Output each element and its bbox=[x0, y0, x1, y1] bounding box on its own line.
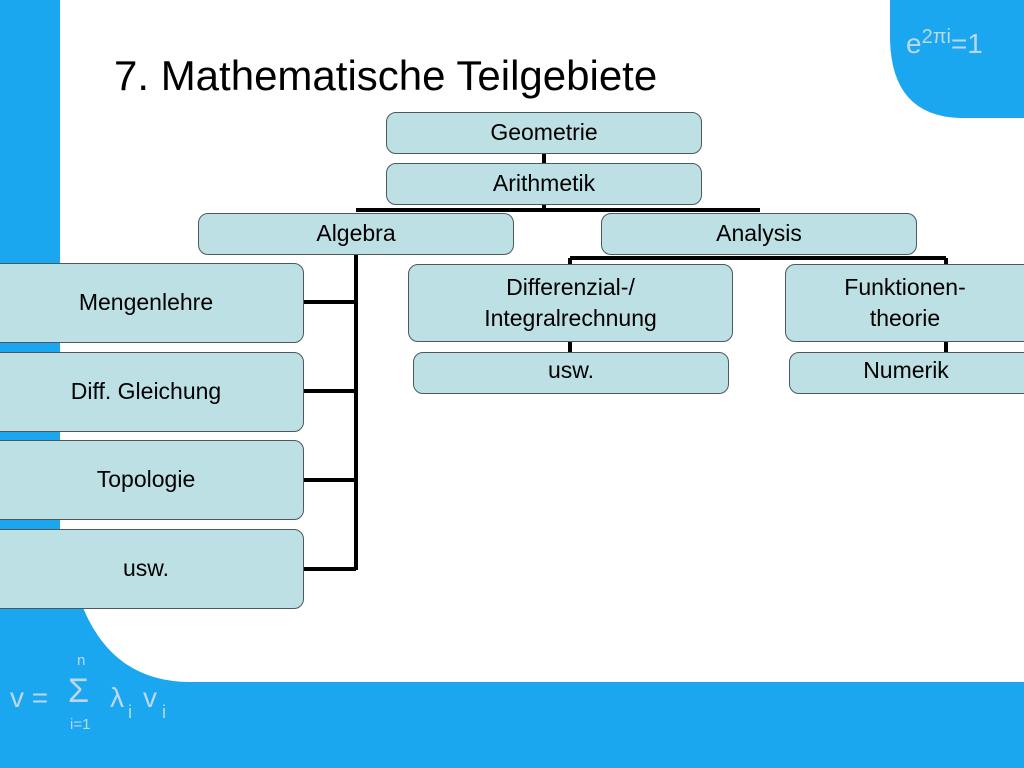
sum-formula-lhs: v = bbox=[10, 682, 49, 713]
euler-rest: =1 bbox=[950, 28, 983, 59]
node-topologie: Topologie bbox=[0, 440, 304, 520]
sum-formula-lambda: λ bbox=[110, 682, 124, 713]
node-analysis: Analysis bbox=[601, 213, 917, 255]
slide-title: 7. Mathematische Teilgebiete bbox=[114, 52, 658, 99]
node-usw-mid: usw. bbox=[413, 352, 729, 394]
node-usw-left: usw. bbox=[0, 529, 304, 609]
euler-formula: e2πi=1 bbox=[906, 26, 983, 60]
node-diff-gleichung: Diff. Gleichung bbox=[0, 352, 304, 432]
sum-formula-subscript-1: i bbox=[128, 702, 132, 722]
bottom-accent-band bbox=[0, 560, 1024, 768]
top-right-accent-corner bbox=[890, 0, 1024, 118]
node-funktionen: Funktionen- theorie bbox=[785, 264, 1024, 342]
sum-formula-sigma: Σ bbox=[68, 672, 90, 710]
sum-formula-v: v bbox=[143, 682, 157, 713]
node-arithmetik: Arithmetik bbox=[386, 163, 702, 205]
sum-formula-subscript-2: i bbox=[162, 702, 166, 722]
node-numerik: Numerik bbox=[789, 352, 1024, 394]
euler-base: e bbox=[906, 28, 922, 59]
node-algebra: Algebra bbox=[198, 213, 514, 255]
top-white-cover bbox=[60, 0, 890, 10]
node-mengenlehre: Mengenlehre bbox=[0, 263, 304, 343]
sum-formula-upper-limit: n bbox=[77, 652, 86, 669]
euler-exponent: 2πi bbox=[921, 26, 951, 48]
sum-formula-lower-limit: i=1 bbox=[70, 716, 91, 733]
node-differenzial: Differenzial-/ Integralrechnung bbox=[408, 264, 733, 342]
node-geometrie: Geometrie bbox=[386, 112, 702, 154]
